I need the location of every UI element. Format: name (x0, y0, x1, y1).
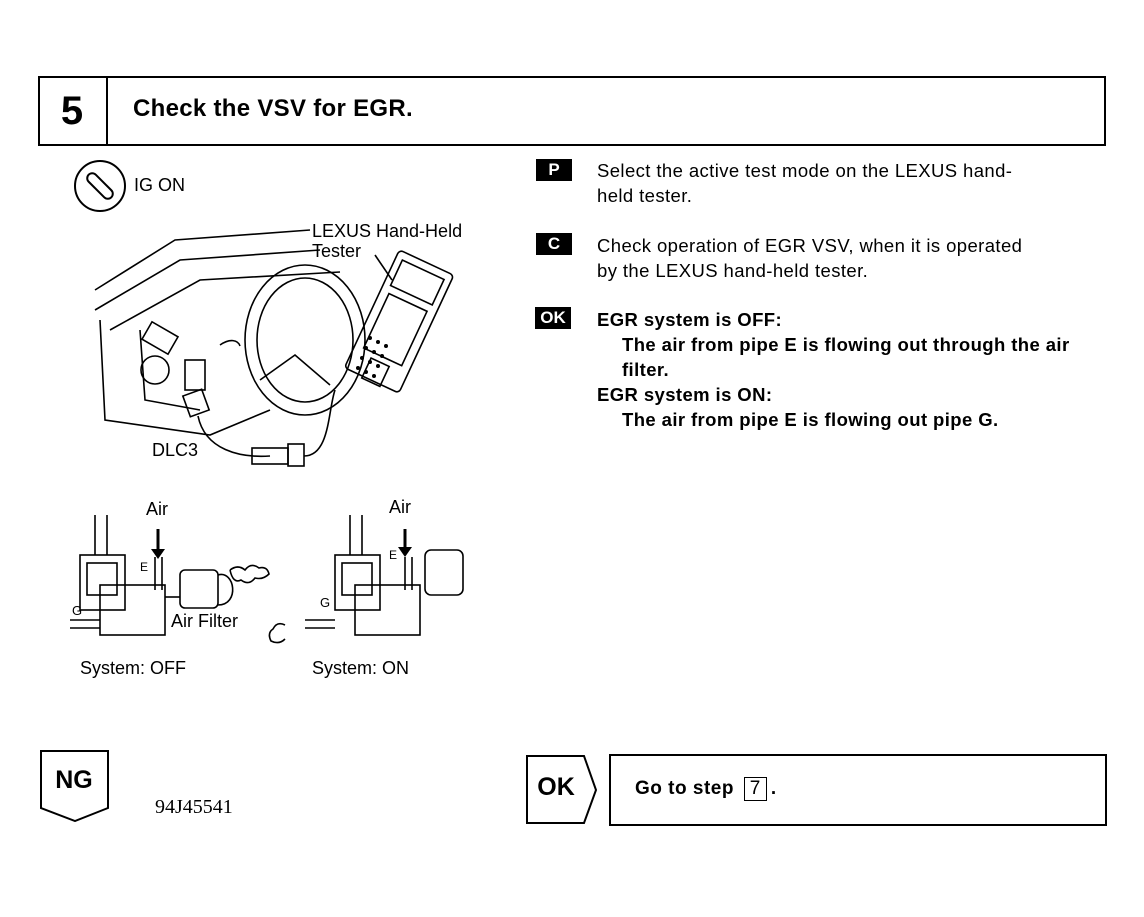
off-heading: EGR system is OFF: (597, 309, 783, 330)
ng-result-box: NG (40, 750, 110, 822)
page-title: Check the VSV for EGR. (133, 95, 413, 122)
goto-box (609, 754, 1107, 826)
ignition-label: IG ON (134, 175, 186, 195)
check-text-line1: Check operation of EGR VSV, when it is o… (597, 235, 1023, 256)
on-detail: The air from pipe E is flowing out pipe … (622, 409, 999, 430)
pipe-g-label-right: G (320, 595, 331, 610)
vsv-illustration (70, 515, 464, 644)
ok-label: OK (537, 773, 575, 801)
off-detail-line1: The air from pipe E is flowing out throu… (622, 334, 1070, 355)
tester-label-line2: Tester (312, 241, 362, 261)
system-off-label: System: OFF (80, 658, 187, 678)
check-badge: C (536, 233, 572, 255)
tester-label-line1: LEXUS Hand-Held (312, 221, 463, 241)
goto-prefix: Go to step (635, 778, 734, 799)
ng-label: NG (55, 766, 93, 794)
pipe-e-label-left: E (140, 560, 149, 574)
step-number: 5 (38, 76, 108, 146)
ok-badge: OK (535, 307, 571, 329)
procedure-text-line2: held tester. (597, 185, 693, 206)
goto-suffix: . (770, 778, 777, 799)
on-heading: EGR system is ON: (597, 384, 773, 405)
ignition-icon (74, 160, 126, 212)
dashboard-tester-illustration (94, 229, 454, 467)
connector-label: DLC3 (152, 440, 199, 460)
air-label-left: Air (146, 499, 168, 519)
air-filter-label: Air Filter (171, 611, 238, 631)
check-text-line2: by the LEXUS hand-held tester. (597, 260, 869, 281)
off-detail-line2: filter. (622, 359, 670, 380)
procedure-text-line1: Select the active test mode on the LEXUS… (597, 160, 1013, 181)
figure-code: 94J45541 (155, 796, 233, 818)
goto-instruction: Go to step 7. (635, 777, 777, 801)
pipe-e-label-right: E (389, 548, 398, 562)
pipe-g-label-left: G (72, 603, 83, 618)
header-box (38, 76, 1106, 146)
air-label-right: Air (389, 497, 411, 517)
ok-result-box: OK (526, 755, 598, 825)
procedure-badge: P (536, 159, 572, 181)
system-on-label: System: ON (312, 658, 410, 678)
goto-step-link[interactable]: 7 (743, 777, 767, 801)
